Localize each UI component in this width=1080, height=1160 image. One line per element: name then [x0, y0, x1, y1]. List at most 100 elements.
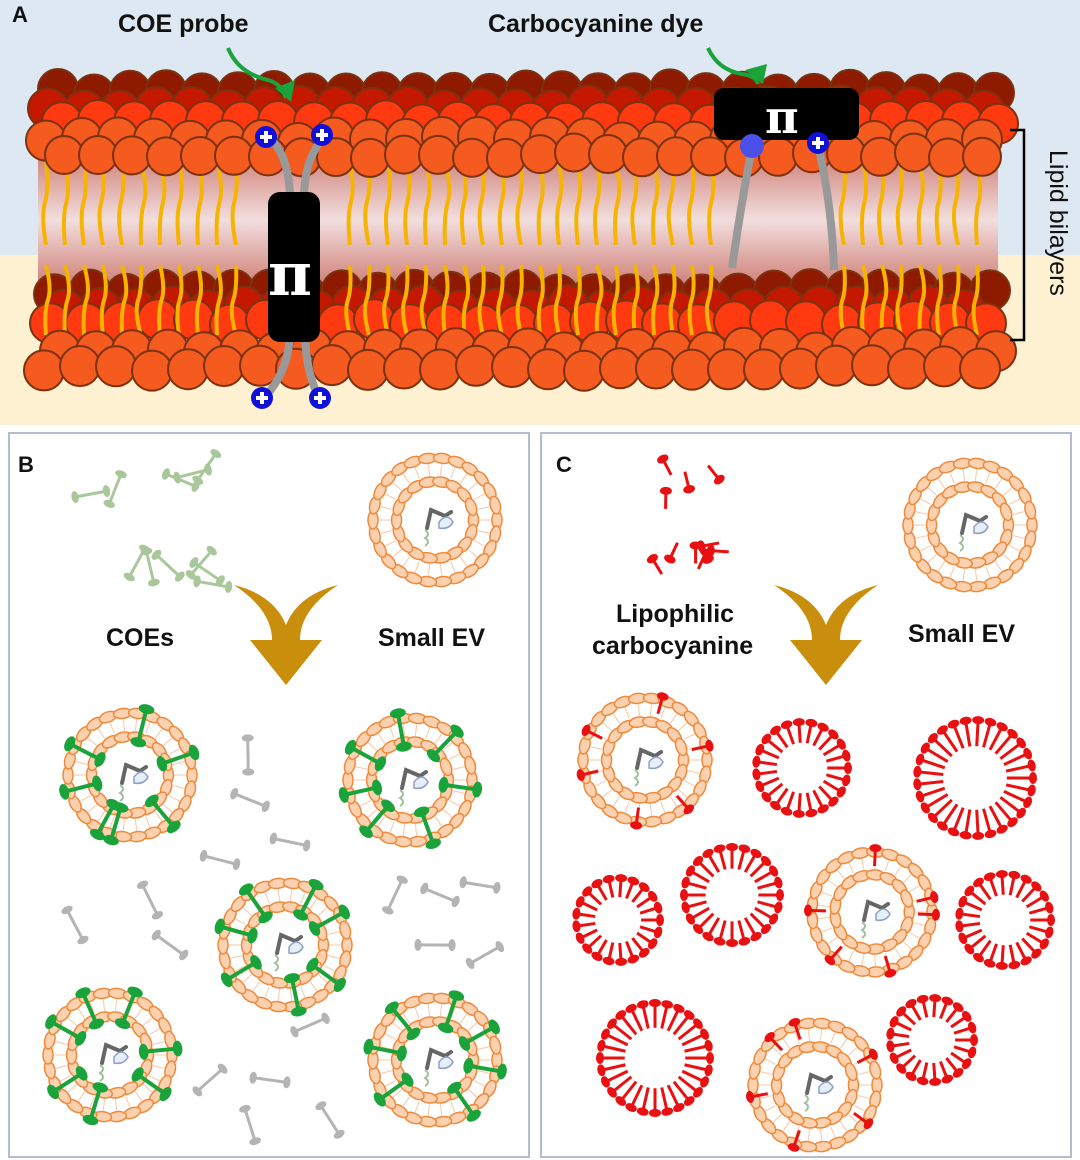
dye-micelle-pin-head — [828, 729, 839, 740]
dye-micelle-pin-head — [673, 1004, 685, 1013]
cargo-protein-icon — [133, 771, 149, 785]
lipid-tail — [974, 469, 978, 481]
coe-probe-inserted-end — [396, 1045, 407, 1062]
coe-probe-inserted — [51, 1071, 83, 1094]
coe-probe-inserted — [452, 1086, 476, 1117]
dye-micelle-pin-head — [952, 1002, 964, 1013]
cargo-rna-icon — [860, 921, 866, 939]
small-ev — [577, 692, 713, 828]
lipid-tail-bottom — [229, 264, 239, 336]
dye-micelle-pin-head — [575, 932, 585, 944]
lipid-tail — [612, 713, 621, 724]
lipid-tail — [839, 1121, 848, 1132]
dye-micelle-pin-head — [636, 1000, 649, 1009]
lipid-tail-bottom — [382, 264, 391, 336]
dye-micelle-pin-head — [1020, 956, 1032, 966]
lipid-tail — [102, 1099, 106, 1111]
lipid-tail-bottom — [687, 264, 696, 336]
free-coe-unbound-end — [249, 1071, 257, 1084]
dye-inserted-head — [788, 1018, 801, 1027]
lipid-tail-bottom — [400, 264, 410, 336]
lipid-tail — [324, 965, 335, 972]
lipid-tail-top — [593, 159, 602, 246]
dye-micelle-pin — [604, 1069, 629, 1084]
dye-micelle-pin-head — [601, 1076, 610, 1088]
lipid-tail-top — [97, 159, 106, 246]
free-coe-icon — [74, 489, 107, 499]
free-coe-icon-end — [204, 463, 212, 476]
lipid-tail — [77, 1008, 86, 1019]
lipid-tail — [134, 719, 138, 731]
lipid-tail — [109, 816, 115, 828]
lipid-tail-top — [651, 159, 660, 246]
coe-probe-inserted-end — [359, 825, 373, 839]
lipid-tail-bottom — [99, 264, 108, 336]
lipid-tail — [402, 1013, 411, 1024]
coe-probe-inserted-end — [306, 957, 319, 972]
lipid-tail — [402, 473, 411, 484]
free-coe-unbound-end — [192, 1086, 203, 1097]
dye-micelle-pin-head — [915, 753, 925, 766]
lipid-tail — [367, 742, 378, 751]
coe-probe-inserted — [419, 811, 436, 845]
dye-micelle-pin-head — [995, 961, 1008, 970]
dye-micelle-pin-head — [726, 939, 738, 947]
lipid-tail — [114, 1099, 118, 1111]
lipid-tail — [392, 1089, 403, 1098]
lipid-tail — [915, 511, 927, 515]
coe-probe-inserted — [349, 745, 382, 766]
lipid-tail — [154, 811, 163, 822]
dye-micelle-pin-head — [961, 1058, 972, 1070]
dye-micelle-pin-head — [947, 827, 960, 837]
lipid-tail — [920, 545, 931, 552]
dye-micelle-pin-head — [597, 1064, 606, 1077]
front-head — [851, 344, 893, 387]
dye-inserted-head — [581, 724, 591, 736]
coe-probe-inserted — [390, 1006, 416, 1036]
free-coe-unbound-end — [136, 880, 149, 889]
dye-micelle-pin-head — [972, 831, 985, 840]
lipid-tail — [162, 737, 173, 746]
front-head — [486, 137, 526, 178]
front-head — [383, 347, 425, 390]
coe-probe-inserted-end — [413, 806, 430, 818]
coe-probe-inserted — [311, 963, 342, 987]
dye-micelle-pin-head — [661, 1000, 674, 1009]
lipid-tail-top — [515, 159, 524, 246]
lipid-tail — [624, 707, 630, 719]
dye-head — [740, 134, 764, 158]
lipid-tail-bottom — [838, 264, 847, 336]
coe-probe-inserted-end — [59, 783, 70, 800]
coe-probe-inserted-end — [496, 1063, 507, 1080]
free-coe-unbound-end — [179, 949, 189, 961]
lipid-tail-top — [423, 159, 432, 246]
coe-probe-inserted — [378, 1078, 409, 1102]
front-head — [656, 136, 696, 177]
front-head — [563, 349, 605, 392]
lipid-tail — [994, 561, 1003, 572]
plus-charge-icon-sign — [256, 392, 268, 404]
lipid-tail-bottom — [935, 264, 944, 336]
plus-charge-icon-sign — [314, 392, 326, 404]
coe-probe-inserted — [364, 804, 390, 833]
lipid-tail — [807, 1129, 811, 1141]
lipid-tail — [595, 780, 606, 787]
lipid-tail — [235, 965, 246, 972]
lipid-tail — [821, 927, 833, 933]
coe-probe-inserted — [136, 708, 149, 743]
lipid-tail — [765, 1058, 776, 1065]
dye-micelle-pin-head — [1008, 960, 1021, 970]
front-head — [59, 345, 101, 388]
dye-micelle-pin-head — [915, 790, 925, 803]
coe-probe-inserted — [88, 1086, 103, 1121]
dye-micelle-pin-head — [774, 901, 783, 914]
lipid-tail — [974, 569, 978, 581]
dye-micelle-pin-head — [920, 802, 930, 814]
lipid-tail — [962, 569, 966, 581]
dye-micelle-pin-head — [683, 1096, 695, 1106]
coe-probe-inserted-end — [188, 744, 200, 761]
lipid-tail — [153, 1041, 165, 1045]
front-head — [779, 347, 821, 390]
lipid-tail — [385, 540, 396, 547]
lipid-tail — [1013, 535, 1025, 539]
